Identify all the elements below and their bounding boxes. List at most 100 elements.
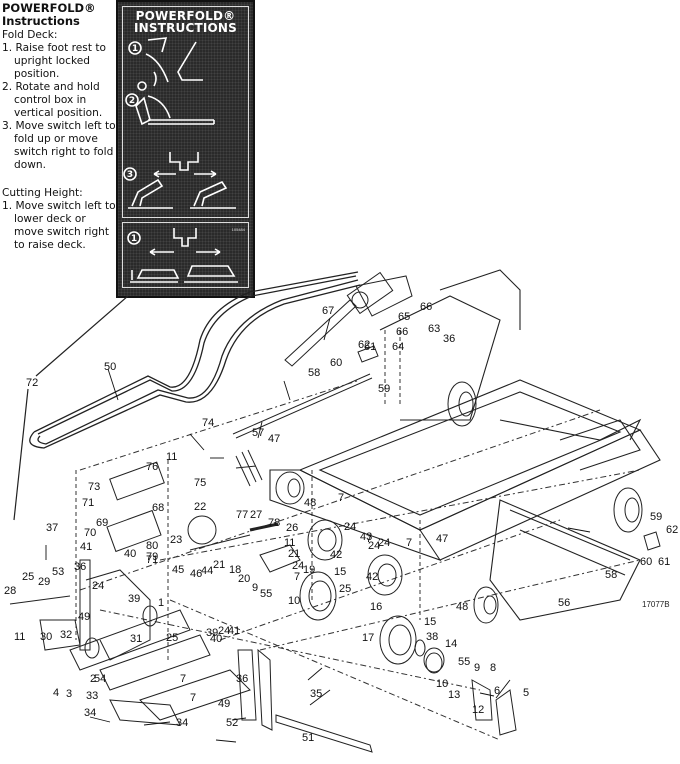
callout-label: 24 (378, 537, 391, 549)
left-frame-assembly (9, 461, 251, 726)
callout-label: 5 (523, 687, 530, 699)
callout-label: 79 (146, 551, 159, 563)
fold-step-3: 3. Move switch left to fold up or move s… (2, 120, 116, 171)
decal-code: 105484 (231, 227, 245, 232)
callout-label: 59 (378, 383, 391, 395)
callout-label: 7 (180, 673, 187, 685)
callout-label: 58 (308, 367, 321, 379)
callout-label: 59 (650, 511, 663, 523)
decal-title-line2: INSTRUCTIONS (133, 21, 238, 35)
callout-label: 71 (146, 554, 159, 566)
cutting-height-heading: Cutting Height: (2, 187, 83, 199)
callout-label: 6 (494, 685, 501, 697)
callout-label: 49 (218, 698, 231, 710)
callout-label: 75 (194, 477, 207, 489)
callout-label: 18 (229, 564, 242, 576)
instructions-title-line1: POWERFOLD® (2, 1, 96, 15)
callout-label: 68 (152, 502, 165, 514)
callout-label: 80 (146, 540, 159, 552)
callout-label: 42 (366, 571, 379, 583)
callout-label: 60 (330, 357, 343, 369)
decal-title-line1: POWERFOLD® (135, 9, 236, 23)
callout-label: 45 (172, 564, 185, 576)
callout-label: 3 (66, 688, 73, 700)
callout-label: 55 (260, 588, 273, 600)
instructions-title-line2: Instructions (2, 14, 80, 28)
callout-label: 38 (426, 631, 439, 643)
callout-label: 69 (96, 517, 109, 529)
callout-label: 76 (146, 461, 159, 473)
callout-label: 48 (456, 601, 469, 613)
callout-label: 15 (424, 616, 437, 628)
decal-step-3-label: 3 (127, 170, 133, 180)
fold-step-1: 1. Raise foot rest to upright locked pos… (2, 42, 106, 80)
callout-label: 32 (60, 629, 73, 641)
callout-label: 1 (158, 597, 165, 609)
callout-label: 16 (370, 601, 383, 613)
decal-step-marker-icon (128, 41, 142, 55)
callout-label: 67 (322, 305, 335, 317)
callout-label: 50 (104, 361, 117, 373)
callout-label: 39 (128, 593, 141, 605)
rear-bracket (237, 648, 517, 753)
callout-label: 61 (364, 341, 377, 353)
cutting-step-1: 1. Move switch left to lower deck or mov… (2, 200, 116, 251)
callout-label: 30 (40, 631, 53, 643)
callout-label: 24 (368, 540, 381, 552)
figure-number: 17077B (642, 600, 670, 609)
callout-label: 77 (236, 509, 249, 521)
decal-pictograms: 1 2 3 1 (123, 37, 238, 283)
drive-belt (29, 271, 361, 449)
callout-label: 46 (190, 568, 203, 580)
callout-label: 65 (398, 311, 411, 323)
callout-label: 55 (458, 656, 471, 668)
callout-label: 43 (360, 531, 373, 543)
callout-label: 47 (268, 433, 281, 445)
callout-label: 34 (176, 717, 189, 729)
callout-label: 15 (334, 566, 347, 578)
callout-label: 13 (448, 689, 461, 701)
callout-label: 39 (206, 627, 219, 639)
callout-label: 62 (666, 524, 679, 536)
callout-label: 56 (558, 597, 571, 609)
callout-label: 7 (366, 533, 373, 545)
callout-label: 37 (46, 522, 59, 534)
deck-wheels (275, 381, 643, 624)
callout-label: 7 (294, 571, 301, 583)
callout-label: 26 (286, 522, 299, 534)
callout-label: 25 (22, 571, 35, 583)
callout-label: 72 (26, 377, 39, 389)
callout-label: 27 (250, 509, 263, 521)
decal-fold-panel (122, 6, 249, 218)
callout-label: 40 (210, 633, 223, 645)
callout-label: 51 (302, 732, 315, 744)
decal-bottom-step-1-label: 1 (131, 234, 137, 244)
callout-label: 14 (445, 638, 458, 650)
callout-label: 9 (252, 582, 259, 594)
callout-label: 48 (304, 497, 317, 509)
callout-label: 25 (166, 632, 179, 644)
callout-label: 28 (4, 585, 17, 597)
callout-label: 71 (82, 497, 95, 509)
decal-height-panel (122, 222, 249, 288)
callout-label: 24 (218, 625, 231, 637)
callout-label: 9 (474, 662, 481, 674)
hydraulic-cylinder (284, 271, 413, 367)
callout-label: 74 (202, 417, 215, 429)
callout-label: 52 (226, 717, 239, 729)
callout-label: 35 (310, 688, 323, 700)
decal-step-2-label: 2 (129, 96, 135, 106)
fold-step-2: 2. Rotate and hold control box in vertic… (2, 81, 103, 119)
callout-label: 29 (38, 576, 51, 588)
callout-label: 23 (170, 534, 183, 546)
callout-label: 42 (330, 549, 343, 561)
callout-label: 41 (228, 625, 241, 637)
callout-label: 33 (86, 690, 99, 702)
callout-label: 24 (344, 521, 357, 533)
callout-label: 19 (303, 564, 316, 576)
callout-label: 40 (124, 548, 137, 560)
callout-label: 70 (84, 527, 97, 539)
decal-step-marker-icon (123, 167, 137, 181)
powerfold-decal: POWERFOLD® INSTRUCTIONS 105484 (116, 0, 255, 298)
decal-step-marker-icon (125, 93, 139, 107)
